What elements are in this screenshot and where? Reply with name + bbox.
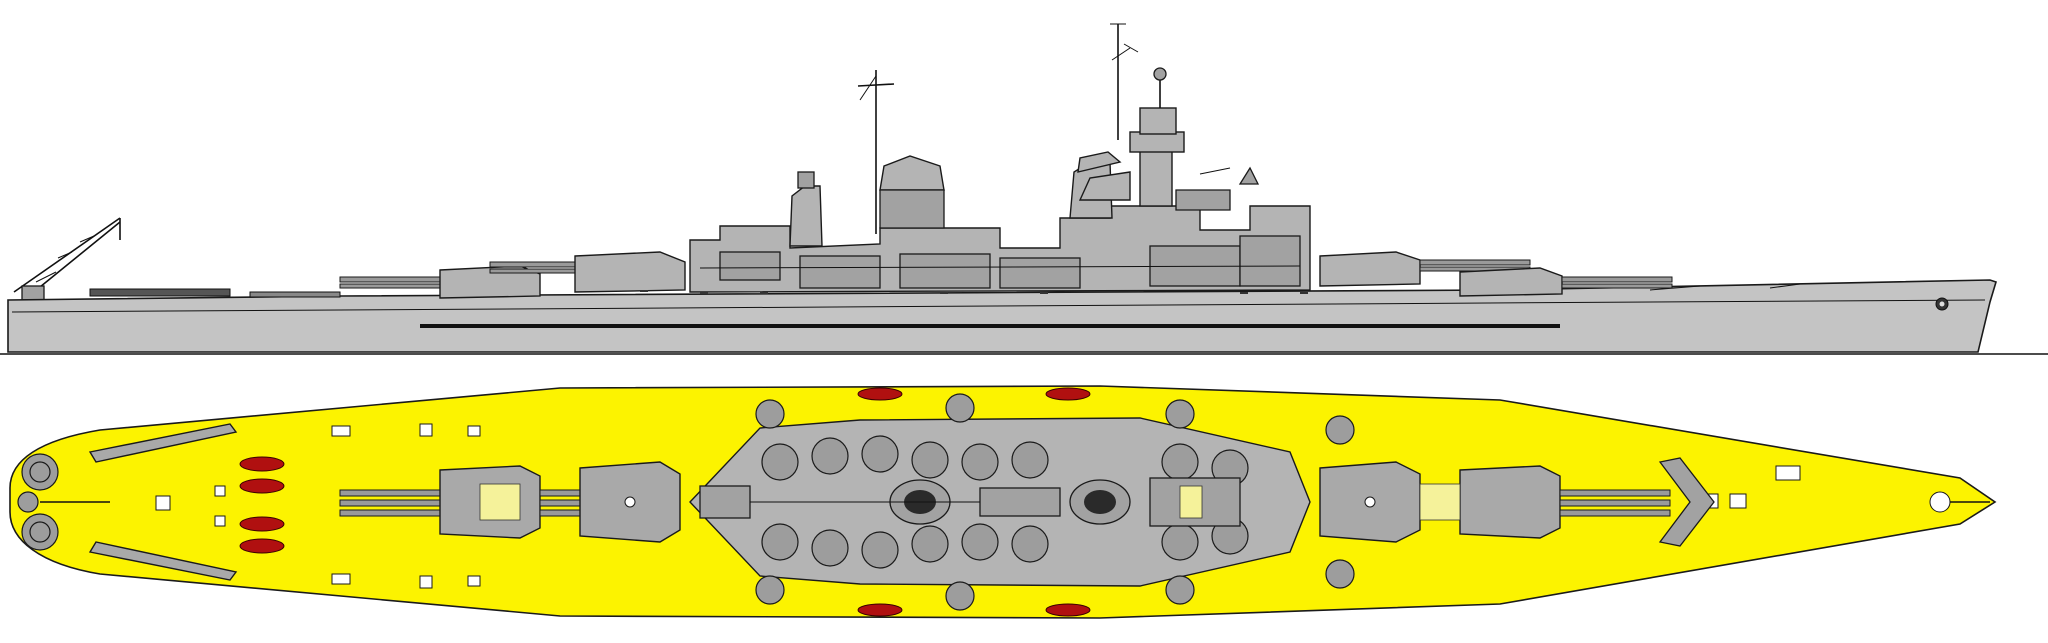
deck-fittings bbox=[155, 423, 1990, 589]
stern-mounts bbox=[17, 453, 110, 551]
breakwater bbox=[1658, 457, 1715, 547]
profile-turret-aft bbox=[339, 265, 541, 299]
plan-turret-fwd bbox=[1419, 465, 1671, 539]
profile-turret-aft-super bbox=[489, 251, 686, 293]
plan-turret-aft-super bbox=[539, 461, 681, 543]
aa-mounts bbox=[761, 435, 1249, 569]
forward-tower bbox=[1078, 23, 1260, 211]
quarterdeck-fittings bbox=[89, 283, 1801, 298]
profile-turret-fwd-super bbox=[1319, 251, 1531, 287]
bridge-plan bbox=[699, 477, 1241, 527]
plan-turret-aft bbox=[339, 465, 541, 539]
secondary-mounts bbox=[755, 393, 1355, 611]
catapults bbox=[88, 423, 238, 581]
portholes bbox=[640, 290, 1308, 294]
profile-turret-fwd bbox=[1459, 267, 1673, 297]
plan-view bbox=[9, 385, 1997, 619]
profile-view bbox=[0, 23, 2048, 355]
profile-superstructure bbox=[689, 205, 1311, 293]
mast-aft bbox=[857, 70, 945, 234]
hull bbox=[7, 279, 1997, 353]
stern-crane bbox=[13, 217, 121, 301]
funnel-aft bbox=[789, 171, 823, 247]
plan-funnels bbox=[889, 479, 1131, 525]
boats-aft bbox=[239, 387, 1091, 617]
